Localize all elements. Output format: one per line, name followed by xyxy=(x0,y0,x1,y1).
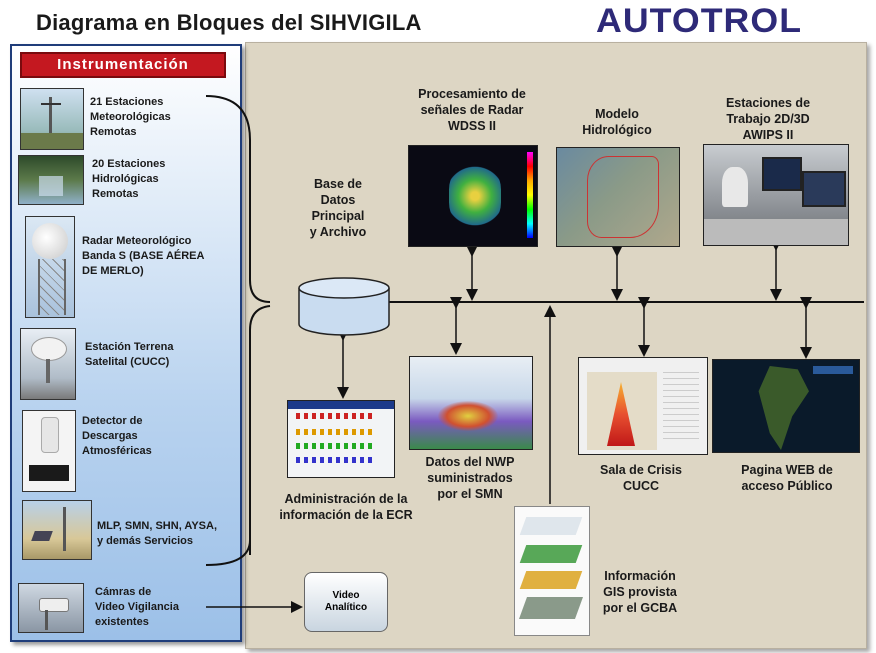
satellite-station-image xyxy=(20,328,76,400)
database-cylinder xyxy=(298,277,390,336)
services-label: MLP, SMN, SHN, AYSA,y demás Servicios xyxy=(97,520,218,547)
services-image xyxy=(22,500,92,560)
nwp-data-image xyxy=(409,356,533,450)
radar-processing-image xyxy=(408,145,538,247)
lightning-detector-image xyxy=(22,410,76,492)
gis-layers-image xyxy=(514,506,590,636)
hydrological-model-image xyxy=(556,147,680,247)
weather-radar-image xyxy=(25,216,75,318)
autotrol-logo: AUTOTROL xyxy=(596,2,803,40)
hydrological-station-image xyxy=(18,155,84,205)
workstations-image xyxy=(703,144,849,246)
crisis-room-image xyxy=(578,357,708,455)
weather-station-image xyxy=(20,88,84,150)
video-camera-image xyxy=(18,583,84,633)
page-title: Diagrama en Bloques del SIHVIGILA xyxy=(36,10,422,35)
instrumentation-title: Instrumentación xyxy=(20,52,226,78)
ecr-admin-image xyxy=(287,400,395,478)
public-web-image xyxy=(712,359,860,453)
